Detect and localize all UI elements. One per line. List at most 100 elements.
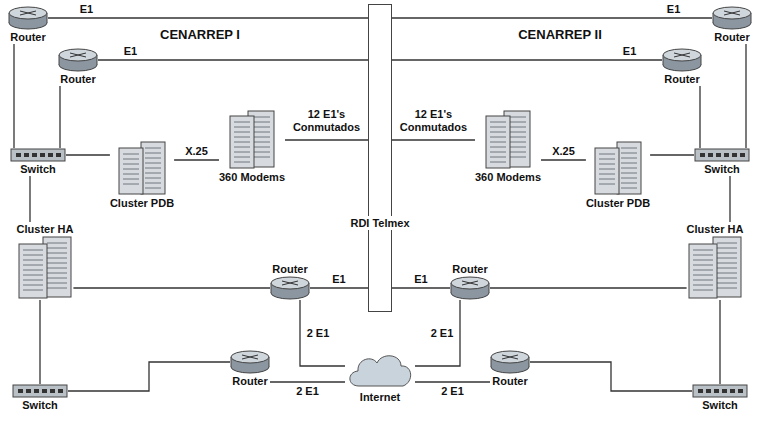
router-icon-part	[451, 277, 489, 289]
router-node: Router	[712, 6, 752, 44]
modems-icon-part	[252, 122, 270, 123]
network-link	[392, 59, 662, 60]
router-icon	[270, 276, 310, 300]
switch-icon-part	[740, 153, 745, 157]
network-link	[59, 86, 60, 148]
ha-icon-part	[47, 248, 67, 249]
pdb-icon-part	[145, 183, 161, 184]
switch-icon-part	[714, 389, 719, 393]
modems-icon-part	[252, 142, 270, 143]
node-label: Cluster HA	[17, 222, 74, 236]
modems-icon-part	[234, 157, 250, 158]
network-link	[392, 17, 712, 18]
site-heading: CENARREP I	[160, 27, 240, 42]
modems-icon-part	[508, 122, 526, 123]
ha-icon-part	[693, 280, 713, 281]
modems-icon-part	[508, 137, 526, 138]
modems-icon-part	[490, 147, 506, 148]
network-link	[490, 287, 687, 288]
router-icon-part	[70, 53, 86, 57]
pdb-icon-part	[145, 153, 161, 154]
router-node: Router	[230, 350, 270, 388]
pdb-icon-part	[123, 164, 139, 165]
pdb-icon-part	[599, 179, 615, 180]
switch-icon-part	[708, 153, 713, 157]
cloud-icon	[345, 350, 415, 390]
pdb-icon-part	[621, 148, 637, 149]
link-label: E1	[412, 273, 429, 286]
ha-icon-part	[693, 275, 713, 276]
router-node: Router	[58, 48, 98, 86]
router-icon	[662, 48, 702, 72]
carrier-network-bar: RDI Telmex	[368, 4, 392, 312]
ha-icon-part	[47, 268, 67, 269]
network-link	[392, 287, 450, 288]
modems-icon-part	[252, 127, 270, 128]
pdb-icon-part	[599, 164, 615, 165]
link-label: X.25	[183, 145, 210, 158]
ha-icon-part	[23, 265, 43, 266]
switch-icon-part	[738, 389, 743, 393]
node-label: Switch	[702, 398, 737, 412]
modems-icon-part	[490, 152, 506, 153]
switch-icon-part	[730, 389, 735, 393]
pdb-icon-part	[145, 158, 161, 159]
ha-icon-part	[23, 285, 43, 286]
ha-icon-part	[47, 253, 67, 254]
pdb-icon-part	[621, 168, 637, 169]
network-link	[719, 300, 720, 384]
cloud-icon-part	[350, 356, 411, 386]
modems-icon-part	[508, 147, 526, 148]
node-label: Router	[60, 72, 95, 86]
modems-icon-part	[490, 122, 506, 123]
ha-icon-part	[717, 263, 737, 264]
modems-icon-part	[508, 152, 526, 153]
pdb-icon-part	[599, 174, 615, 175]
router-icon-part	[724, 11, 740, 15]
link-label: E1	[665, 3, 682, 16]
ha-icon	[17, 236, 73, 300]
link-label: 2 E1	[305, 327, 332, 340]
link-label: 2 E1	[429, 327, 456, 340]
node-label: Router	[10, 30, 45, 44]
switch-icon-part	[42, 389, 47, 393]
node-label: Router	[232, 374, 267, 388]
switch-icon-part	[50, 389, 55, 393]
router-icon	[490, 350, 530, 374]
pdb-icon-part	[123, 184, 139, 185]
link-label: 12 E1's Conmutados	[290, 108, 364, 134]
ha-icon-part	[47, 288, 67, 289]
switch-icon-part	[700, 153, 705, 157]
switch-icon-part	[11, 149, 65, 161]
node-label: Router	[272, 262, 307, 276]
ha-icon-part	[23, 275, 43, 276]
switch-node: Switch	[694, 148, 750, 176]
modems-icon-part	[490, 157, 506, 158]
modems-icon-part	[234, 152, 250, 153]
node-label: Switch	[704, 162, 739, 176]
ha-icon-part	[19, 244, 47, 298]
pdb-icon-part	[617, 142, 641, 194]
network-link	[39, 300, 40, 384]
node-label: Router	[714, 30, 749, 44]
pdb-icon-part	[145, 163, 161, 164]
ha-icon-part	[717, 273, 737, 274]
ha-icon-part	[717, 253, 737, 254]
network-link	[174, 159, 219, 160]
site-heading: CENARREP II	[518, 27, 602, 42]
ha-icon-part	[693, 265, 713, 266]
modems-icon-part	[508, 142, 526, 143]
router-icon-part	[242, 355, 258, 359]
router-icon-part	[491, 351, 529, 363]
pdb-icon-part	[119, 148, 143, 194]
ha-icon-part	[23, 255, 43, 256]
router-icon	[712, 6, 752, 30]
node-label: Cluster PDB	[586, 196, 650, 210]
router-icon	[450, 276, 490, 300]
switch-icon-part	[48, 153, 53, 157]
pdb-icon-part	[599, 154, 615, 155]
modems-icon-part	[234, 147, 250, 148]
ha-icon-part	[693, 250, 713, 251]
network-link	[745, 44, 746, 148]
